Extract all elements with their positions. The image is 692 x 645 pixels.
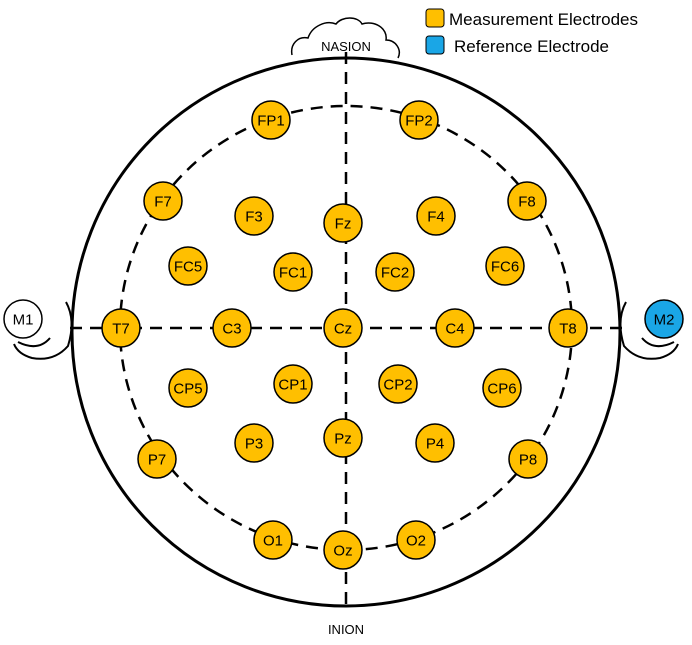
electrode-c3-label: C3 xyxy=(222,321,241,338)
electrode-fp2-label: FP2 xyxy=(405,113,433,130)
electrode-c4-label: C4 xyxy=(445,321,464,338)
electrode-t7: T7 xyxy=(101,308,141,348)
electrode-oz: Oz xyxy=(323,530,363,570)
electrode-f8-label: F8 xyxy=(518,194,536,211)
electrode-fc2: FC2 xyxy=(375,252,415,292)
electrode-o2: O2 xyxy=(396,520,436,560)
electrode-f4: F4 xyxy=(416,196,456,236)
electrode-f3-label: F3 xyxy=(245,209,263,226)
electrode-fc1: FC1 xyxy=(273,252,313,292)
right-ear-inner xyxy=(641,337,675,348)
electrode-cp5: CP5 xyxy=(168,368,208,408)
electrode-cp2-label: CP2 xyxy=(383,377,412,394)
electrode-cp6: CP6 xyxy=(482,368,522,408)
electrode-cp2: CP2 xyxy=(378,364,418,404)
electrode-o2-label: O2 xyxy=(406,533,426,550)
electrode-fc2-label: FC2 xyxy=(381,265,409,282)
electrode-p8-label: P8 xyxy=(519,452,537,469)
electrode-p7: P7 xyxy=(137,439,177,479)
electrode-fc6-label: FC6 xyxy=(491,259,519,276)
electrode-o1-label: O1 xyxy=(263,533,283,550)
electrode-cp1-label: CP1 xyxy=(278,377,307,394)
electrode-p3: P3 xyxy=(234,423,274,463)
electrode-p3-label: P3 xyxy=(245,436,263,453)
electrode-fc6: FC6 xyxy=(485,246,525,286)
electrode-f4-label: F4 xyxy=(427,209,445,226)
electrode-m2: M2 xyxy=(644,299,684,339)
legend-measurement-label: Measurement Electrodes xyxy=(449,10,638,29)
electrode-fc5: FC5 xyxy=(168,246,208,286)
electrode-m2-label: M2 xyxy=(654,312,675,329)
electrode-cp6-label: CP6 xyxy=(487,381,516,398)
electrode-f7-label: F7 xyxy=(154,194,172,211)
electrode-t8-label: T8 xyxy=(559,321,577,338)
electrode-fz: Fz xyxy=(323,203,363,243)
electrode-t8: T8 xyxy=(548,308,588,348)
electrode-cz: Cz xyxy=(323,308,363,348)
electrode-pz-label: Pz xyxy=(334,431,352,448)
electrode-f8: F8 xyxy=(507,181,547,221)
electrode-cz-label: Cz xyxy=(334,321,352,338)
electrode-f3: F3 xyxy=(234,196,274,236)
electrode-cp5-label: CP5 xyxy=(173,381,202,398)
electrode-p4-label: P4 xyxy=(426,436,444,453)
electrode-fc1-label: FC1 xyxy=(279,265,307,282)
electrode-c4: C4 xyxy=(435,308,475,348)
electrode-m1-label: M1 xyxy=(13,312,34,329)
legend-measurement-swatch xyxy=(425,8,445,28)
electrode-p8: P8 xyxy=(508,439,548,479)
electrode-fc5-label: FC5 xyxy=(174,259,202,276)
electrode-cp1: CP1 xyxy=(273,364,313,404)
legend-reference-swatch xyxy=(425,35,445,55)
electrode-m1: M1 xyxy=(3,299,43,339)
electrode-oz-label: Oz xyxy=(333,543,352,560)
electrode-o1: O1 xyxy=(253,520,293,560)
electrode-fp1-label: FP1 xyxy=(257,113,285,130)
electrode-fz-label: Fz xyxy=(335,216,352,233)
electrodes: FP1 FP2 F7 F3 Fz F4 F8 FC5 FC1 FC2 FC6 T… xyxy=(3,100,684,570)
inion-label: INION xyxy=(328,622,364,637)
electrode-p7-label: P7 xyxy=(148,452,166,469)
electrode-c3: C3 xyxy=(212,308,252,348)
legend-reference-label: Reference Electrode xyxy=(454,37,609,56)
electrode-fp1: FP1 xyxy=(251,100,291,140)
nasion-label: NASION xyxy=(321,39,371,54)
nose-outline xyxy=(290,17,400,59)
electrode-p4: P4 xyxy=(415,423,455,463)
electrode-fp2: FP2 xyxy=(399,100,439,140)
electrode-f7: F7 xyxy=(143,181,183,221)
legend: Measurement Electrodes Reference Electro… xyxy=(425,8,638,56)
electrode-pz: Pz xyxy=(323,418,363,458)
electrode-t7-label: T7 xyxy=(112,321,130,338)
left-ear-inner xyxy=(17,337,51,348)
